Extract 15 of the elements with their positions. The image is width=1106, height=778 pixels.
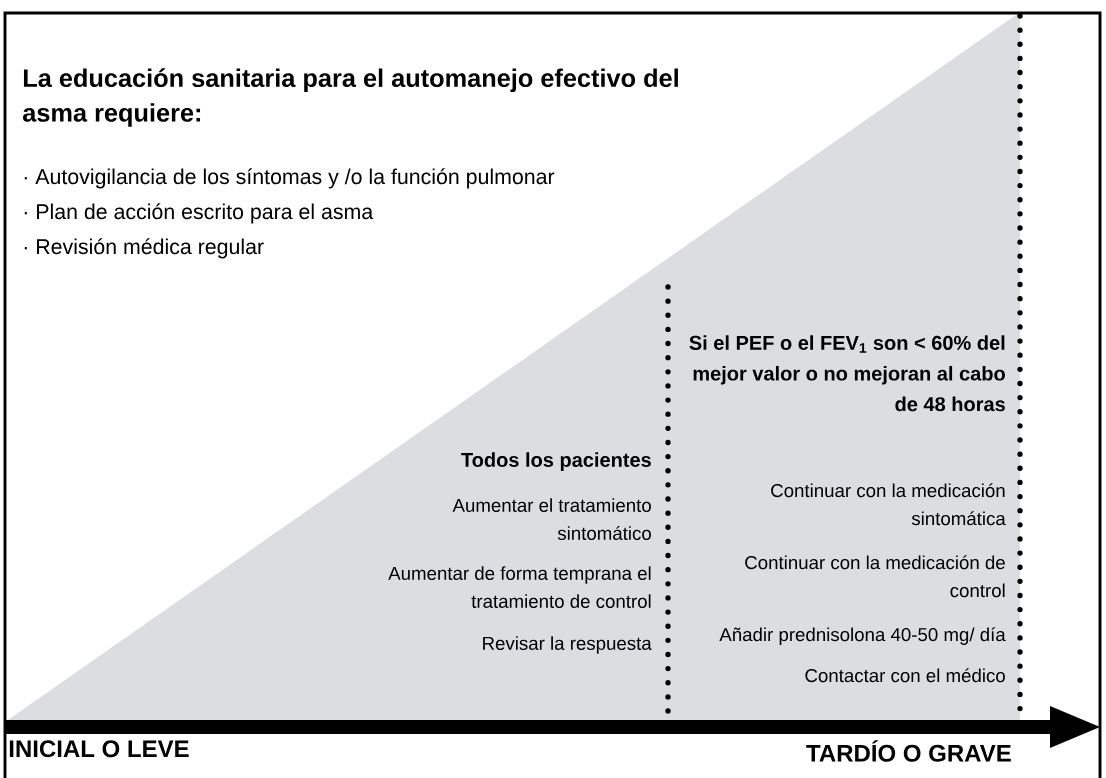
axis-label: INICIAL O LEVE [9, 740, 189, 758]
action-text: Continuar con la medicación de control [745, 555, 1005, 598]
action-text: Aumentar el tratamiento sintomático [452, 498, 651, 540]
action-text: Continuar con la medicación sintomática [771, 483, 1006, 526]
bullet-item: · Autovigilancia de los síntomas y /o la función pulmonar [24, 168, 555, 189]
action-text: Contactar con el médico [805, 668, 1005, 683]
bullet-item: · Revisión médica regular [24, 238, 264, 259]
axis-label: TARDÍO O GRAVE [806, 740, 1011, 762]
bullet-item: · Plan de acción escrito para el asma [24, 203, 374, 224]
action-text: Revisar la respuesta [483, 636, 652, 654]
column-heading: Si el PEF o el FEV$_{1}$ son < 60% del mejor valor o no mejoran al cabo de 48 horas [689, 335, 1005, 412]
action-text: Aumentar de forma temprana el tratamiento de control [388, 566, 651, 608]
heading: La educación sanitaria para el automanejo efectivo del asma requiere: [23, 68, 678, 127]
column-heading: Todos los pacientes [461, 452, 651, 471]
action-text: Añadir prednisolona 40-50 mg/ día [719, 627, 1006, 645]
